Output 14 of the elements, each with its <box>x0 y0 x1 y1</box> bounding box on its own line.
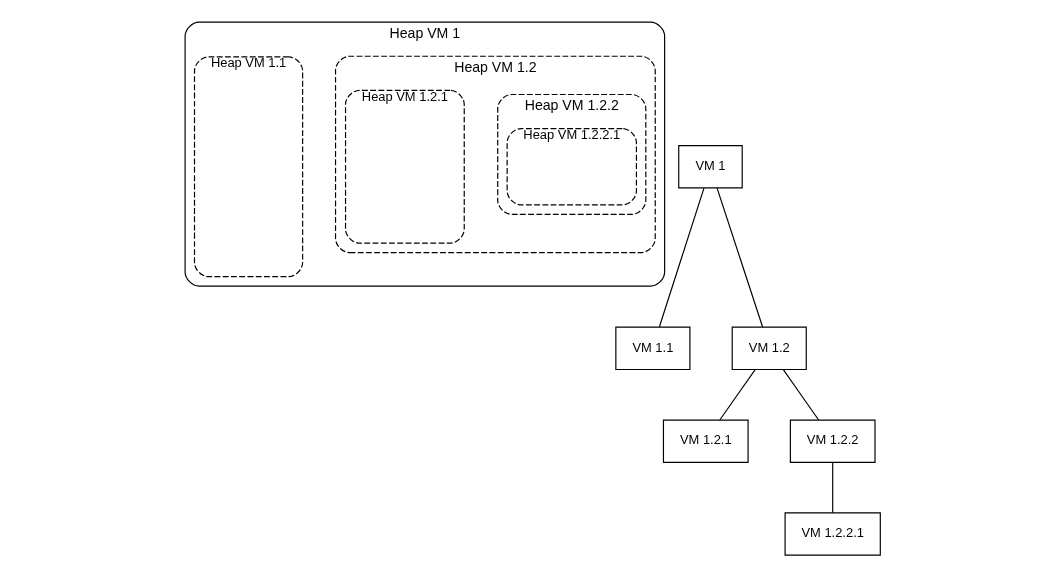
connector <box>658 187 705 328</box>
connector <box>782 369 819 421</box>
node-box: VM 1.2.2.1 <box>784 512 881 556</box>
node-box: Heap VM 1.1 <box>193 56 303 278</box>
connector <box>718 369 756 421</box>
node-box: Heap VM 1.2.2.1 <box>506 127 637 206</box>
node-box: VM 1.2 <box>731 326 807 371</box>
connector <box>716 187 763 328</box>
node-box: VM 1.2.2 <box>789 419 876 463</box>
node-box: VM 1 <box>677 145 743 189</box>
node-box: Heap VM 1.2.1 <box>344 89 465 244</box>
node-box: VM 1.2.1 <box>662 419 749 463</box>
connector <box>831 461 833 514</box>
node-box: VM 1.1 <box>614 326 690 371</box>
